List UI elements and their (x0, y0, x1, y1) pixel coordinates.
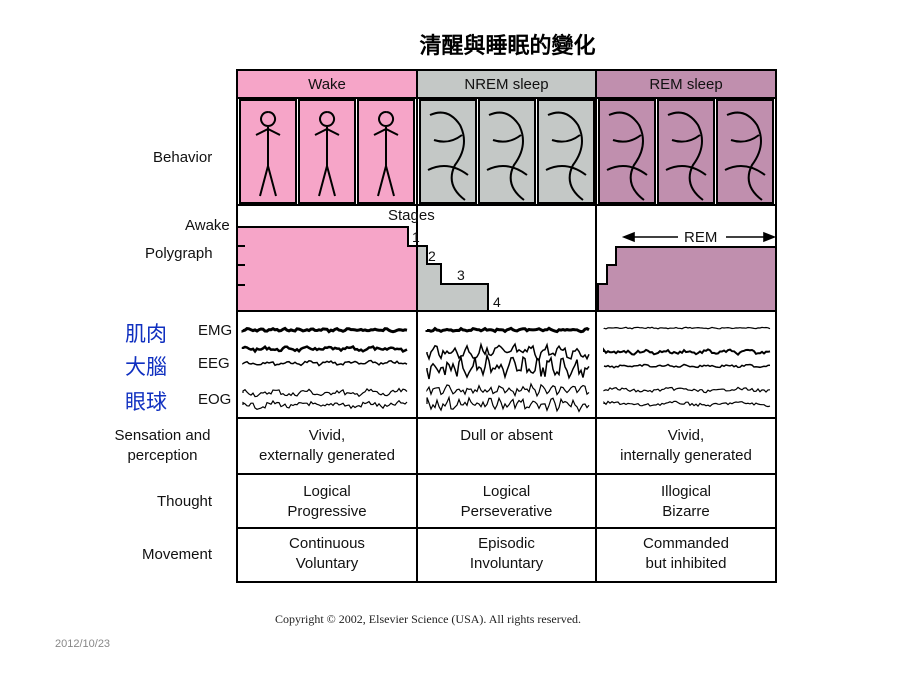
behavior-sketch (255, 111, 281, 197)
eog-trace-wake (242, 399, 408, 410)
chinese-label-muscle: 肌肉 (125, 322, 167, 346)
sensation-nrem: Dull or absent (460, 427, 553, 444)
eeg-trace-nrem (426, 341, 590, 362)
behavior-sketch (606, 111, 648, 201)
eog-trace-rem (603, 386, 771, 394)
row-label-sensation: Sensation and perception (114, 427, 211, 464)
behavior-figure (598, 99, 656, 204)
rem-arrow-label: REM (684, 229, 718, 246)
column-header-rem: REM sleep (649, 76, 723, 93)
copyright-notice: Copyright © 2002, Elsevier Science (USA)… (275, 612, 582, 626)
nrem-header-bg (417, 70, 596, 98)
row-label-emg: EMG (198, 322, 233, 339)
behavior-figure (716, 99, 774, 204)
eeg-trace-rem (603, 363, 771, 369)
row-label-eog: EOG (198, 391, 232, 408)
rem-header-bg (596, 70, 776, 98)
eog-trace-wake (242, 387, 408, 398)
row-label-eeg: EEG (198, 355, 230, 372)
chinese-label-brain: 大腦 (125, 355, 167, 379)
behavior-figure (657, 99, 715, 204)
sensation-rem: Vivid,internally generated (620, 427, 752, 464)
row-label-thought: Thought (157, 493, 213, 510)
column-header-wake: Wake (308, 76, 346, 93)
polygraph-traces (241, 326, 771, 413)
row-label-polygraph: Polygraph (145, 245, 213, 262)
eeg-trace-nrem (426, 352, 590, 380)
eog-trace-rem (603, 400, 771, 408)
slide-date: 2012/10/23 (55, 638, 111, 650)
column-header-nrem: NREM sleep (464, 76, 549, 93)
behavior-sketch (724, 111, 766, 201)
behavior-figure (478, 99, 536, 204)
emg-trace-rem (603, 326, 771, 330)
wake-hypnogram (236, 226, 418, 312)
behavior-sketch (314, 111, 340, 197)
stages-label: Stages (388, 207, 435, 224)
eog-trace-nrem (426, 382, 590, 398)
stage-3: 3 (457, 267, 465, 283)
row-label-movement: Movement (142, 546, 213, 563)
behavior-illustrations (239, 99, 774, 204)
eeg-trace-wake (241, 345, 408, 354)
behavior-sketch (665, 111, 707, 201)
rem-arrow (621, 231, 777, 243)
sensation-wake: Vivid,externally generated (259, 427, 395, 464)
rem-hypnogram (597, 246, 777, 312)
behavior-sketch (427, 111, 469, 201)
behavior-sketch (373, 111, 399, 197)
slide-title: 清醒與睡眠的變化 (419, 33, 596, 59)
eeg-trace-wake (242, 359, 408, 367)
stage-4: 4 (493, 294, 501, 310)
row-label-behavior: Behavior (153, 149, 213, 166)
behavior-sketch (486, 111, 528, 201)
emg-trace-wake (241, 326, 408, 334)
chinese-label-eye: 眼球 (125, 390, 167, 414)
eeg-trace-rem (603, 347, 771, 356)
wake-header-bg (237, 70, 417, 98)
eog-trace-nrem (426, 395, 590, 413)
behavior-sketch (545, 111, 587, 201)
behavior-figure (537, 99, 595, 204)
stage-1: 1 (412, 229, 420, 245)
row-label-awake: Awake (185, 217, 230, 234)
table-grid (236, 69, 777, 583)
stage-2: 2 (428, 248, 436, 264)
behavior-figure (419, 99, 477, 204)
emg-trace-nrem (425, 326, 590, 334)
